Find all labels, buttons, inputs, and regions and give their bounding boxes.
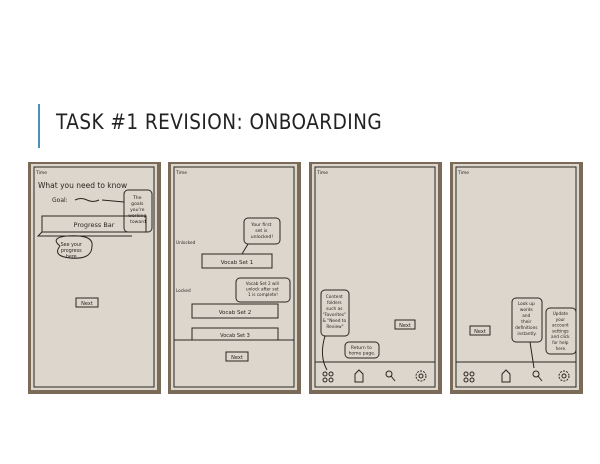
phone-frame (455, 166, 577, 388)
callout-lookup-box (511, 297, 543, 343)
progress-bar-shadow (36, 231, 132, 237)
home-icon[interactable] (354, 369, 364, 383)
next-button-label: Next (399, 323, 411, 329)
sketch-3-drawing: Time Content folders such as "Favorites"… (312, 164, 438, 390)
callout-content-text: Content folders such as "Favorites" & "N… (323, 294, 348, 330)
unlocked-label: Unlocked (176, 240, 196, 245)
callout-content-box (320, 289, 350, 337)
paper-sheet (453, 164, 579, 390)
status-time: Time (316, 170, 328, 176)
progress-bar (41, 215, 147, 233)
progress-bar-label: Progress Bar (74, 221, 115, 229)
callout-content-arrow (321, 335, 328, 371)
callout-lookup-arrow (529, 341, 535, 369)
vocab-set-1-label: Vocab Set 1 (221, 260, 254, 266)
callout-goal-arrow (101, 199, 125, 203)
sketch-photo-2: Time Your first set is unlocked! Unlocke… (168, 162, 301, 394)
callout-progress-text: See your progress here. (61, 242, 84, 260)
vocab-set-2-label: Vocab Set 2 (219, 310, 252, 316)
status-time: Time (457, 170, 469, 176)
paper-sheet (312, 164, 438, 390)
screen-heading: What you need to know (38, 181, 127, 190)
callout-first-box (243, 217, 281, 245)
callout-update-box (545, 307, 577, 355)
home-icon[interactable] (501, 369, 511, 383)
callout-update-text: Update your account settings and click f… (551, 311, 571, 351)
status-time: Time (175, 170, 187, 176)
callout-locked-text: Vocab Set 2 will unlock after set 1 is c… (246, 281, 280, 297)
next-button-label: Next (474, 329, 486, 335)
phone-frame (33, 166, 155, 388)
next-button-label: Next (231, 355, 243, 361)
vocab-set-1[interactable] (201, 253, 273, 269)
status-time: Time (35, 170, 47, 176)
goal-scribble (74, 198, 100, 202)
sketch-2-drawing: Time Your first set is unlocked! Unlocke… (171, 164, 297, 390)
callout-home-box (344, 341, 380, 359)
sketch-photo-3: Time Content folders such as "Favorites"… (309, 162, 442, 394)
phone-frame (314, 166, 436, 388)
sketch-4-drawing: Time Next Look up words and their defini… (453, 164, 579, 390)
callout-locked-box (235, 277, 291, 303)
folders-icon[interactable] (463, 371, 475, 383)
slide-title: TASK #1 REVISION: ONBOARDING (56, 110, 383, 134)
sketch-photo-1: Time What you need to know Goal: The goa… (28, 162, 161, 394)
next-button[interactable] (225, 351, 249, 362)
phone-frame (173, 166, 295, 388)
folders-icon[interactable] (322, 371, 334, 383)
next-button[interactable] (394, 319, 416, 330)
callout-first-text: Your first set is unlocked! (250, 222, 273, 240)
vocab-set-3-label: Vocab Set 3 (220, 333, 250, 339)
settings-icon[interactable] (558, 370, 570, 382)
search-icon[interactable] (385, 370, 396, 382)
callout-progress-bubble (55, 235, 93, 259)
title-accent-bar (38, 104, 40, 148)
callout-lookup-text: Look up words and their definitions inst… (515, 301, 539, 337)
next-button[interactable] (469, 325, 491, 336)
search-icon[interactable] (532, 370, 543, 382)
sketch-1-drawing: Time What you need to know Goal: The goa… (31, 164, 157, 390)
sketch-photo-4: Time Next Look up words and their defini… (450, 162, 583, 394)
callout-home-text: Return to home page. (349, 345, 376, 357)
callout-first-arrow (241, 243, 249, 255)
next-button[interactable] (75, 297, 99, 308)
goal-label: Goal: (52, 197, 68, 204)
next-button-label: Next (81, 301, 93, 307)
vocab-set-2[interactable] (191, 303, 279, 319)
settings-icon[interactable] (415, 370, 427, 382)
locked-label: Locked (176, 288, 191, 293)
